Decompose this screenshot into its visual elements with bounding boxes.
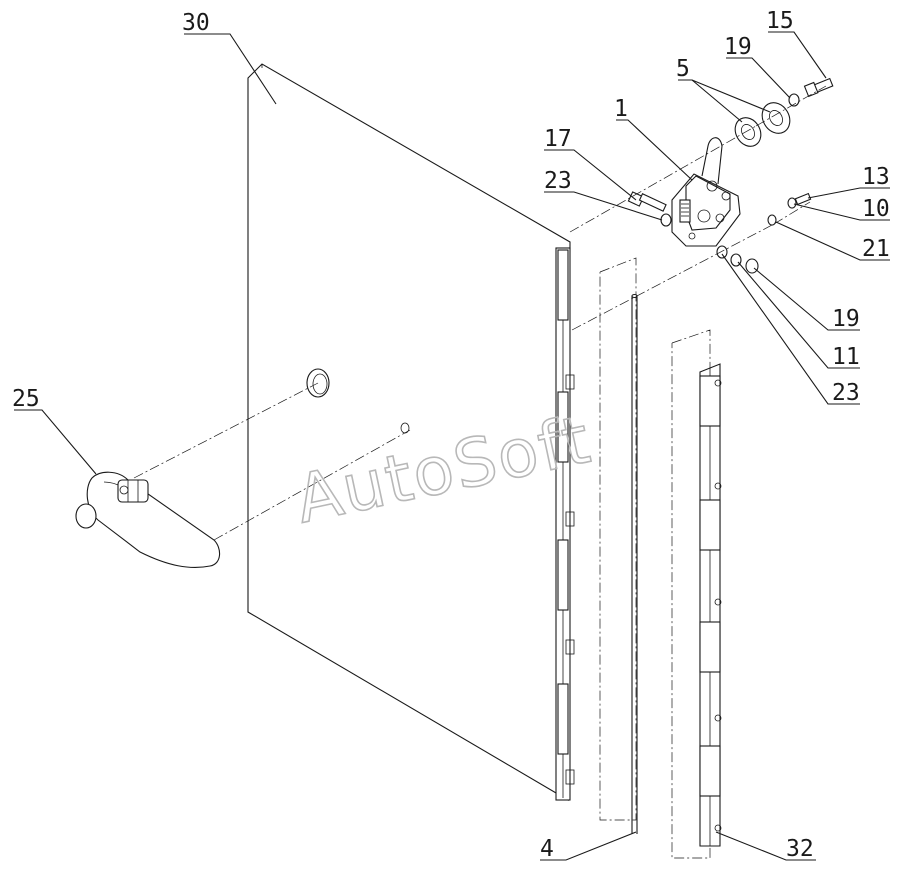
frame-hinge-leaf: [671, 329, 722, 859]
callout-19-top: 19: [724, 34, 752, 60]
bolt-15: [803, 77, 834, 98]
callout-13: 13: [862, 164, 890, 190]
callout-10: 10: [862, 196, 890, 222]
bolt-17: [627, 191, 672, 227]
washer-nuts-5: [734, 93, 800, 147]
callout-4: 4: [540, 836, 554, 862]
callout-25: 25: [12, 386, 40, 412]
callout-21: 21: [862, 236, 890, 262]
door-handle: [75, 471, 221, 569]
bolt-13: [767, 192, 812, 226]
callout-17: 17: [544, 126, 572, 152]
leader-lines: [14, 31, 890, 861]
callout-11: 11: [832, 344, 860, 370]
lock-assembly: [671, 137, 741, 247]
callout-5: 5: [676, 56, 690, 82]
callout-19-bottom: 19: [832, 306, 860, 332]
nuts-lower: [716, 245, 759, 274]
callout-1: 1: [614, 96, 628, 122]
callout-15: 15: [766, 8, 794, 34]
callout-23-bottom: 23: [832, 380, 860, 406]
callout-32: 32: [786, 836, 814, 862]
callout-labels: 30 15 19 5 1 17 23 13 10 21 19 11 23 25 …: [12, 8, 890, 862]
assembly-axis-lines: [133, 85, 827, 541]
door-hinge-leaf: [555, 247, 575, 801]
callout-23-top: 23: [544, 168, 572, 194]
hinge-pin: [599, 257, 638, 834]
callout-30: 30: [182, 10, 210, 36]
